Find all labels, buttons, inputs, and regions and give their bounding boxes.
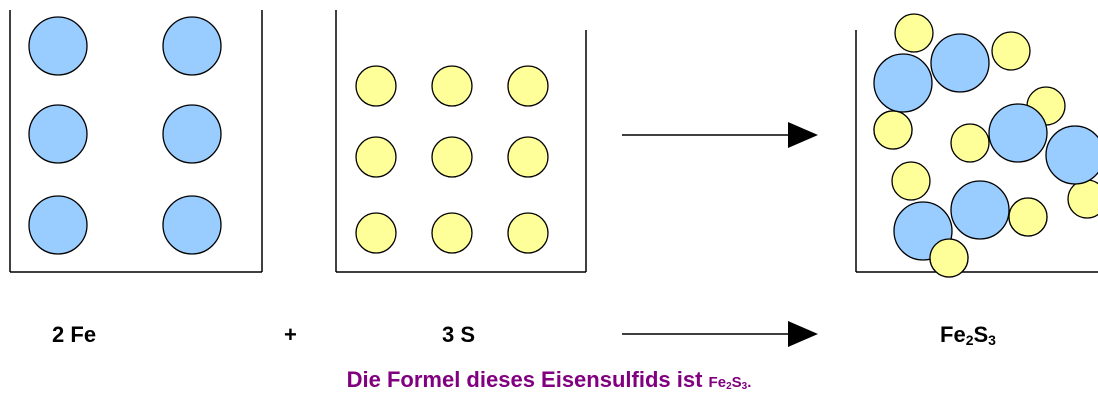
sulfur-atom xyxy=(507,65,549,107)
sulfur-atoms xyxy=(355,65,549,254)
iron-container xyxy=(9,10,263,273)
caption-formula: Fe2S3. xyxy=(708,374,752,392)
sulfur-atom xyxy=(431,212,473,254)
reaction-arrow xyxy=(622,122,818,148)
product-atoms xyxy=(873,13,1098,278)
sulfur-atom xyxy=(991,31,1031,71)
sulfur-atom xyxy=(873,110,913,150)
sulfur-atom xyxy=(431,136,473,178)
plus-sign: + xyxy=(284,322,297,347)
iron-atom xyxy=(930,33,990,93)
sulfur-atom xyxy=(891,161,931,201)
product-label: Fe2S3 xyxy=(940,322,996,348)
caption: Die Formel dieses Eisensulfids ist Fe2S3… xyxy=(0,367,1098,393)
equation-arrow xyxy=(622,321,818,347)
sulfur-atom xyxy=(929,238,969,278)
sulfur-atom xyxy=(431,65,473,107)
iron-label: 2 Fe xyxy=(52,322,97,347)
caption-text: Die Formel dieses Eisensulfids ist xyxy=(346,367,703,392)
iron-atom xyxy=(28,195,88,255)
iron-atom xyxy=(162,16,222,76)
iron-atom xyxy=(28,104,88,164)
sulfur-atom xyxy=(1067,179,1098,219)
sulfur-container xyxy=(335,10,587,273)
sulfur-label: 3 S xyxy=(442,322,476,347)
sulfur-atom xyxy=(507,212,549,254)
sulfur-atom xyxy=(1008,197,1048,237)
sulfur-atom xyxy=(355,136,397,178)
iron-atom xyxy=(28,16,88,76)
product-container xyxy=(855,30,1098,273)
iron-atom xyxy=(950,180,1010,240)
sulfur-atom xyxy=(894,13,934,53)
sulfur-atom xyxy=(355,212,397,254)
sulfur-atom xyxy=(950,123,990,163)
sulfur-atom xyxy=(355,65,397,107)
iron-atom xyxy=(988,103,1048,163)
sulfur-atom xyxy=(507,136,549,178)
iron-atom xyxy=(162,104,222,164)
iron-atom xyxy=(1045,125,1098,185)
iron-atoms xyxy=(28,16,222,255)
iron-atom xyxy=(873,53,933,113)
iron-atom xyxy=(162,195,222,255)
